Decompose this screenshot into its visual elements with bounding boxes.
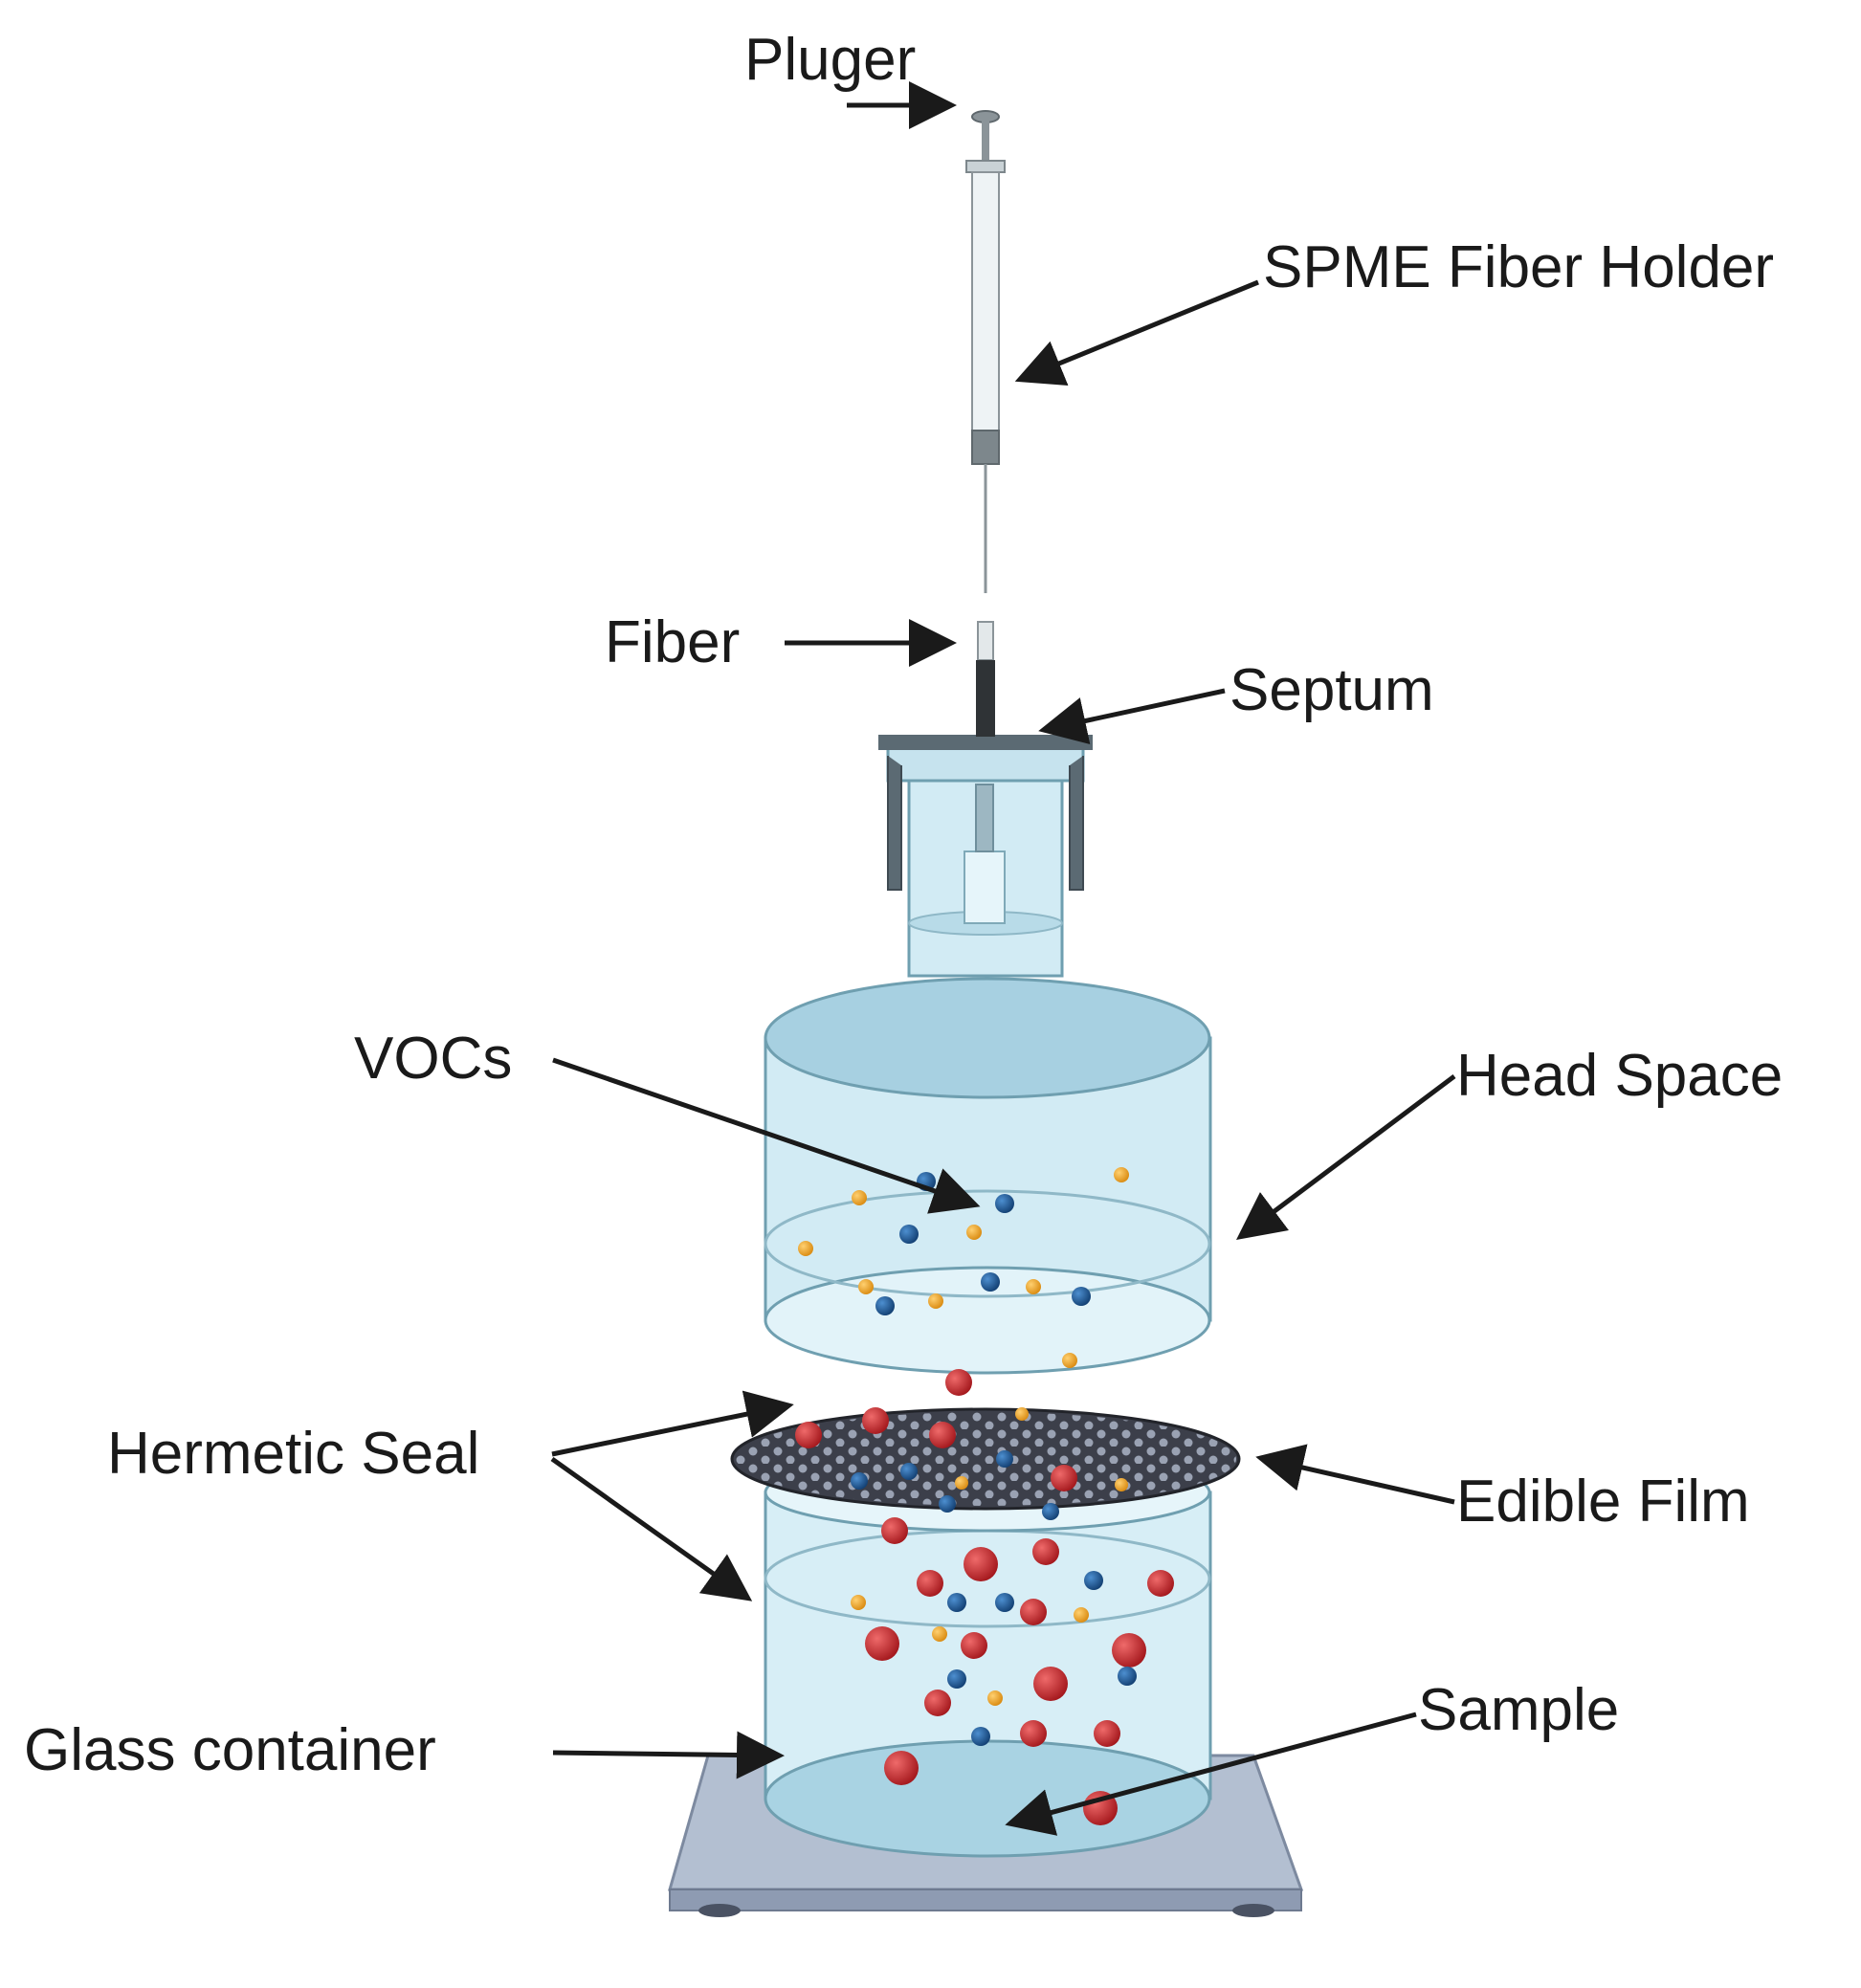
vial-neck	[878, 735, 1093, 978]
particle-red	[929, 1422, 956, 1448]
particle-orange	[928, 1293, 943, 1309]
particle-red	[1033, 1667, 1068, 1701]
particle-orange	[932, 1626, 947, 1642]
label-glass-container: Glass container	[24, 1717, 436, 1783]
arrow-sample	[1005, 1712, 1417, 1836]
particle-red	[865, 1626, 899, 1661]
particle-blue	[971, 1727, 990, 1746]
particle-blue	[875, 1296, 895, 1315]
particle-red	[964, 1547, 998, 1581]
label-edible-film: Edible Film	[1456, 1469, 1750, 1535]
head-space-cylinder	[764, 977, 1212, 1375]
particle-orange	[1114, 1167, 1129, 1182]
particle-orange	[858, 1279, 874, 1294]
particle-red	[1147, 1570, 1174, 1597]
particle-red	[961, 1632, 987, 1659]
particle-red	[1051, 1465, 1077, 1491]
particle-orange	[1015, 1407, 1029, 1421]
arrow-septum	[1038, 688, 1226, 744]
particle-orange	[1074, 1607, 1089, 1623]
arrow-glass-container	[552, 1731, 785, 1779]
label-septum: Septum	[1230, 657, 1434, 723]
label-plunger: Pluger	[744, 27, 916, 93]
particle-blue	[981, 1272, 1000, 1292]
voc-particles	[795, 1167, 1174, 1825]
arrow-hermetic-seal-top	[551, 1390, 794, 1457]
particle-orange	[852, 1190, 867, 1205]
particle-red	[1032, 1538, 1059, 1565]
particle-blue	[947, 1593, 966, 1612]
particle-blue	[1042, 1503, 1059, 1520]
particle-red	[1020, 1720, 1047, 1747]
particle-red	[917, 1570, 943, 1597]
label-head-space: Head Space	[1456, 1043, 1783, 1109]
arrow-hermetic-seal-bottom	[550, 1456, 753, 1601]
particle-blue	[900, 1463, 918, 1480]
particle-orange	[1115, 1478, 1128, 1491]
particle-orange	[987, 1690, 1003, 1706]
particle-blue	[947, 1669, 966, 1689]
particle-red	[795, 1422, 822, 1448]
particle-red	[881, 1517, 908, 1544]
annotation-arrows	[550, 81, 1456, 1836]
particle-blue	[1072, 1287, 1091, 1306]
arrow-head-space	[1236, 1074, 1456, 1240]
particle-orange	[966, 1225, 982, 1240]
particle-orange	[955, 1476, 968, 1490]
particle-blue	[1118, 1667, 1137, 1686]
particle-blue	[995, 1194, 1014, 1213]
particle-red	[862, 1407, 889, 1434]
particle-blue	[996, 1450, 1013, 1468]
particle-orange	[798, 1241, 813, 1256]
arrow-fiber-holder	[1014, 279, 1259, 387]
particle-red	[1094, 1720, 1120, 1747]
spme-fiber-holder	[965, 110, 1006, 593]
label-fiber: Fiber	[605, 609, 740, 675]
particle-blue	[995, 1593, 1014, 1612]
label-fiber-holder: SPME Fiber Holder	[1263, 234, 1774, 300]
particle-orange	[1062, 1353, 1077, 1368]
fiber	[976, 621, 995, 737]
particle-blue	[899, 1225, 919, 1244]
particle-red	[1020, 1599, 1047, 1625]
particle-blue	[1084, 1571, 1103, 1590]
label-sample: Sample	[1418, 1677, 1619, 1743]
particle-orange	[851, 1595, 866, 1610]
label-hermetic-seal: Hermetic Seal	[107, 1421, 479, 1487]
particle-red	[945, 1369, 972, 1396]
particle-red	[924, 1690, 951, 1716]
arrow-vocs	[552, 1057, 981, 1214]
arrow-edible-film	[1255, 1444, 1455, 1505]
particle-red	[1112, 1633, 1146, 1668]
particle-blue	[939, 1495, 956, 1513]
particle-blue	[851, 1472, 868, 1490]
particle-orange	[1026, 1279, 1041, 1294]
label-vocs: VOCs	[354, 1026, 512, 1092]
particle-red	[884, 1751, 919, 1785]
